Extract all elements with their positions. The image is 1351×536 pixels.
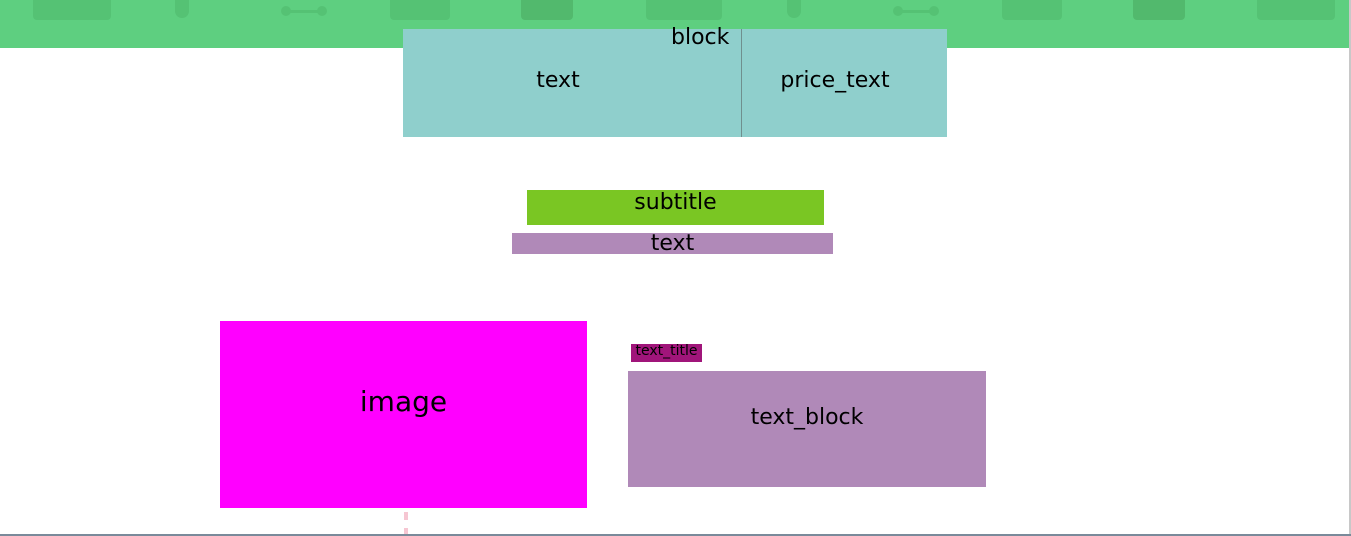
top-bar-decoration — [175, 0, 189, 18]
bottom-edge — [0, 534, 1351, 536]
top-bar-decoration — [893, 6, 903, 16]
price-text: price_text — [780, 67, 890, 93]
dashed-guide — [404, 528, 408, 536]
image-placeholder: image — [220, 321, 587, 508]
top-bar-decoration — [33, 0, 111, 20]
top-bar-decoration — [787, 0, 801, 18]
block-label: block — [671, 25, 730, 50]
scrollbar-edge[interactable] — [1349, 0, 1351, 536]
top-bar-decoration — [317, 6, 327, 16]
top-bar-decoration — [901, 10, 931, 13]
top-bar-decoration — [1002, 0, 1062, 20]
subtitle: subtitle — [527, 190, 824, 225]
block-divider — [741, 29, 742, 137]
section-text: text — [512, 232, 833, 254]
top-bar-decoration — [646, 0, 722, 20]
text-title: text_title — [631, 344, 702, 362]
top-bar-decoration — [281, 6, 291, 16]
top-bar-decoration — [1257, 0, 1335, 20]
dashed-guide — [404, 512, 408, 520]
top-bar-decoration — [289, 10, 319, 13]
block-text: text — [536, 67, 580, 93]
top-bar-decoration — [390, 0, 450, 20]
top-bar-decoration — [1133, 0, 1185, 20]
block-container — [403, 29, 947, 137]
top-bar-decoration — [521, 0, 573, 20]
top-bar-decoration — [929, 6, 939, 16]
text-block: text_block — [628, 371, 986, 487]
